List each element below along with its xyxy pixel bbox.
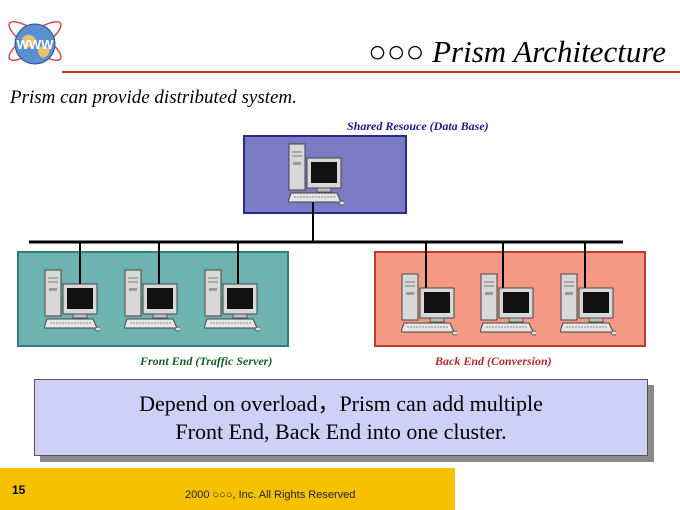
page-title: ○○○ Prism Architecture: [368, 34, 666, 69]
footer-bar: [0, 468, 455, 510]
callout-line-1: Depend on overload，Prism can add multipl…: [139, 391, 543, 416]
callout-box: Depend on overload，Prism can add multipl…: [34, 379, 648, 456]
back-end-computer-icon: [401, 273, 457, 336]
shared-resource-label: Shared Resouce (Data Base): [347, 119, 489, 133]
copyright-text: 2000 ○○○, Inc. All Rights Reserved: [185, 489, 356, 501]
globe-logo-icon: WWW: [2, 8, 68, 74]
callout-line-2: Front End, Back End into one cluster.: [175, 419, 507, 444]
title-divider: [62, 71, 680, 73]
back-end-computer-icon: [480, 273, 536, 336]
page-number: 15: [12, 483, 26, 497]
database-computer-icon: [288, 143, 344, 206]
front-end-computer-icon: [44, 269, 100, 332]
subtitle: Prism can provide distributed system.: [10, 87, 297, 108]
front-end-computer-icon: [204, 269, 260, 332]
back-end-label: Back End (Conversion): [435, 354, 552, 368]
back-end-computer-icon: [560, 273, 616, 336]
front-end-computer-icon: [124, 269, 180, 332]
logo-text: WWW: [17, 37, 55, 52]
front-end-label: Front End (Traffic Server): [140, 354, 273, 368]
